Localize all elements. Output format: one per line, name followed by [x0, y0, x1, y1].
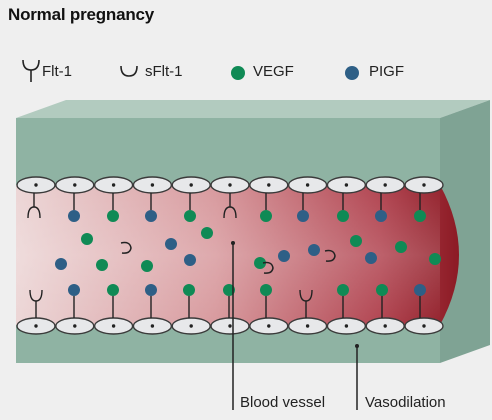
tissue-block-top	[16, 100, 490, 118]
flt1-receptor-empty	[223, 193, 237, 219]
flt1-receptor-pigf-bound	[68, 284, 80, 318]
free-vegf-molecule	[96, 259, 108, 271]
free-sflt1-molecule	[262, 261, 274, 274]
legend-label-sflt1: sFlt-1	[145, 63, 183, 80]
flt1-receptor-empty	[27, 193, 41, 219]
free-sflt1-molecule	[120, 241, 132, 254]
flt1-receptor-pigf-bound	[375, 193, 387, 222]
legend-label-vegf: VEGF	[253, 63, 294, 80]
free-sflt1-molecule	[324, 249, 336, 262]
free-vegf-molecule	[254, 257, 266, 269]
endothelial-cell	[365, 317, 405, 335]
endothelial-cell	[16, 176, 56, 194]
endothelial-cell	[249, 176, 289, 194]
endothelial-cell	[132, 176, 173, 194]
flt1-receptor-vegf-bound	[260, 193, 272, 222]
endothelial-cell	[249, 317, 289, 335]
legend-label-flt1: Flt-1	[42, 63, 72, 80]
free-pigf-molecule	[55, 258, 67, 270]
free-vegf-molecule	[201, 227, 213, 239]
free-pigf-molecule	[165, 238, 177, 250]
free-vegf-molecule	[350, 235, 362, 247]
vasodilation-callout-line	[355, 344, 359, 410]
endothelial-cell	[287, 176, 328, 194]
free-vegf-molecule	[429, 253, 441, 265]
flt1-receptor-vegf-bound	[337, 193, 349, 222]
vasodilation-label: Vasodilation	[365, 394, 446, 411]
receptor-layer	[27, 193, 426, 318]
free-pigf-molecule	[308, 244, 320, 256]
flt1-receptor-vegf-bound	[337, 284, 349, 318]
endothelial-cell	[210, 176, 250, 194]
endothelial-cells-bottom	[16, 317, 444, 335]
flt1-receptor-pigf-bound	[145, 193, 157, 222]
endothelial-cell	[55, 176, 95, 194]
flt1-receptor-vegf-bound	[184, 193, 196, 222]
endothelial-cells-top	[16, 176, 444, 194]
vegf-dot-icon	[231, 66, 245, 80]
tissue-block-side	[440, 100, 490, 363]
flt1-receptor-vegf-bound	[183, 284, 195, 318]
blood-vessel-callout-line	[231, 241, 235, 410]
endothelial-cell	[16, 317, 56, 335]
flt1-receptor-vegf-bound	[107, 193, 119, 222]
flt1-receptor-empty	[29, 289, 43, 318]
free-pigf-molecule	[184, 254, 196, 266]
lumen-highlight	[16, 185, 440, 325]
legend-label-pigf: PIGF	[369, 63, 405, 80]
free-vegf-molecule	[141, 260, 153, 272]
flt1-receptor-icon	[22, 59, 40, 82]
flt1-receptor-pigf-bound	[297, 193, 309, 222]
endothelial-cell	[326, 176, 367, 194]
flt1-receptor-vegf-bound	[376, 284, 388, 318]
free-pigf-molecule	[278, 250, 290, 262]
endothelial-cell	[171, 176, 211, 194]
free-pigf-molecule	[365, 252, 377, 264]
endothelial-cell	[404, 176, 444, 194]
sflt1-receptor-icon	[120, 65, 138, 77]
endothelial-cell	[404, 317, 444, 335]
endothelial-cell	[93, 176, 134, 194]
free-vegf-molecule	[81, 233, 93, 245]
endothelial-cell	[132, 317, 173, 335]
pigf-dot-icon	[345, 66, 359, 80]
flt1-receptor-vegf-bound	[107, 284, 119, 318]
free-vegf-molecule	[395, 241, 407, 253]
endothelial-cell	[365, 176, 405, 194]
endothelial-cell	[287, 317, 328, 335]
flt1-receptor-pigf-bound	[145, 284, 157, 318]
flt1-receptor-pigf-bound	[414, 284, 426, 318]
endothelial-cell	[55, 317, 95, 335]
free-molecules	[55, 227, 441, 274]
blood-vessel-label: Blood vessel	[240, 394, 326, 411]
flt1-receptor-pigf-bound	[68, 193, 80, 222]
flt1-receptor-empty	[299, 289, 313, 318]
endothelial-cell	[93, 317, 134, 335]
flt1-receptor-vegf-bound	[223, 284, 235, 318]
endothelial-cell	[171, 317, 211, 335]
diagram-title: Normal pregnancy	[8, 5, 155, 24]
endothelial-cell	[326, 317, 367, 335]
endothelial-cell	[210, 317, 250, 335]
flt1-receptor-vegf-bound	[260, 284, 272, 318]
flt1-receptor-vegf-bound	[414, 193, 426, 222]
